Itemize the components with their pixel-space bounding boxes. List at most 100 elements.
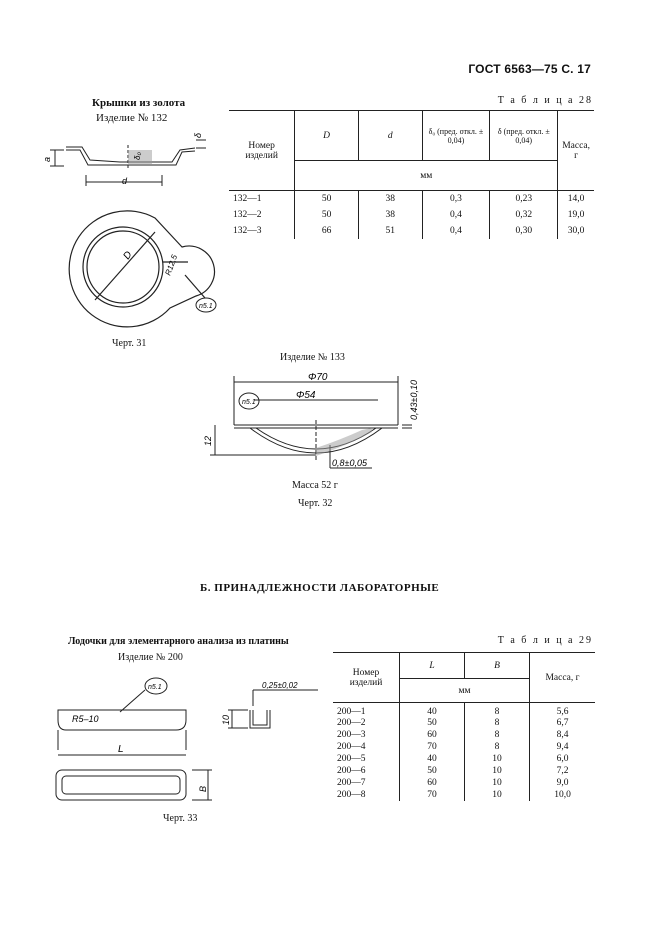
table29-caption: Т а б л и ц а 29 [497, 635, 593, 646]
table-cell: 0,23 [489, 190, 558, 207]
table-cell: 8,4 [529, 729, 595, 741]
th-mass: Масса, г [529, 652, 595, 703]
dim-wall-label: 0,8±0,05 [332, 458, 368, 468]
item-label-133: Изделие № 133 [280, 352, 345, 363]
table-cell: 7,2 [529, 765, 595, 777]
dim-delta0-label: δ₀ [133, 152, 142, 160]
section-heading-boats: Лодочки для элементарного анализа из пла… [68, 636, 289, 647]
mark-label-133: n5.1 [242, 399, 256, 406]
table-cell: 132—1 [233, 193, 262, 204]
dim-B-label: B [198, 786, 208, 792]
dim-thickness-label: 0,43±0,10 [409, 380, 419, 420]
table-cell: 132—2 [233, 209, 262, 220]
table-cell: 8 [464, 741, 530, 753]
table-cell: 8 [464, 702, 530, 717]
table-cell: 70 [399, 789, 465, 801]
dim-L-label: L [118, 744, 124, 755]
mark-label-31: n5.1 [199, 303, 213, 310]
table-28: Номер изделий D d δ₀ (пред. откл. ± 0,04… [229, 110, 594, 239]
table-cell: 8 [464, 729, 530, 741]
table-cell: 0,30 [489, 222, 558, 239]
th-item: Номер изделий [333, 652, 400, 703]
table-cell: 5,6 [529, 702, 595, 717]
section-heading-lids: Крышки из золота [92, 97, 186, 109]
table-cell: 10 [464, 789, 530, 801]
dim-r-label-200: R5–10 [72, 714, 99, 724]
dim-a-label: a [42, 157, 52, 162]
dim-d-label: d [122, 176, 128, 186]
table-cell: 132—3 [233, 225, 262, 236]
table-cell: 9,4 [529, 741, 595, 753]
th-units: мм [399, 678, 530, 703]
table-cell: 50 [399, 717, 465, 729]
table-cell: 200—7 [337, 778, 366, 788]
page-header: ГОСТ 6563—75 С. 17 [468, 62, 591, 76]
table-cell: 9,0 [529, 777, 595, 789]
th-L: L [399, 652, 465, 679]
th-delta: δ (пред. откл. ± 0,04) [489, 110, 558, 161]
table-cell: 200—2 [337, 718, 366, 728]
table-cell: 10,0 [529, 789, 595, 801]
dim-delta-label: δ [193, 132, 203, 138]
caption-33: Черт. 33 [163, 813, 198, 824]
table-cell: 10 [464, 753, 530, 765]
table-cell: 40 [399, 702, 465, 717]
table-cell: 6,0 [529, 753, 595, 765]
table-cell: 51 [357, 222, 422, 239]
table-cell: 66 [294, 222, 359, 239]
table-cell: 50 [399, 765, 465, 777]
table-cell: 10 [464, 777, 530, 789]
caption-31: Черт. 31 [112, 338, 147, 349]
section-b-title: Б. ПРИНАДЛЕЖНОСТИ ЛАБОРАТОРНЫЕ [200, 582, 440, 594]
mass-133: Масса 52 г [292, 480, 338, 491]
table-cell: 200—3 [337, 730, 366, 740]
caption-32: Черт. 32 [298, 498, 333, 509]
table-cell: 50 [294, 190, 359, 207]
dim-height-label: 12 [203, 436, 213, 446]
table-cell: 0,4 [421, 206, 490, 223]
item-label-132: Изделие № 132 [96, 112, 168, 124]
table-cell: 200—8 [337, 790, 366, 800]
table-cell: 200—1 [337, 707, 366, 717]
dim-inner-label: Φ54 [296, 390, 316, 401]
th-D: D [294, 110, 359, 161]
table-cell: 30,0 [557, 222, 594, 239]
dim-wall-label-200: 0,25±0,02 [262, 681, 298, 690]
table-cell: 0,4 [421, 222, 490, 239]
mark-label-200: n5.1 [148, 684, 162, 691]
table-cell: 200—5 [337, 754, 366, 764]
table-cell: 200—4 [337, 742, 366, 752]
table-cell: 50 [294, 206, 359, 223]
th-mass: Масса, г [557, 110, 594, 191]
th-units: мм [294, 160, 558, 191]
table-cell: 0,32 [489, 206, 558, 223]
table-cell: 38 [357, 206, 422, 223]
th-d: d [357, 110, 422, 161]
table-cell: 40 [399, 753, 465, 765]
table-cell: 10 [464, 765, 530, 777]
table-cell: 19,0 [557, 206, 594, 223]
table28-caption: Т а б л и ц а 28 [497, 95, 593, 106]
table-cell: 6,7 [529, 717, 595, 729]
table-cell: 38 [357, 190, 422, 207]
table-cell: 8 [464, 717, 530, 729]
item-label-200: Изделие № 200 [118, 652, 183, 663]
table-cell: 60 [399, 729, 465, 741]
table-cell: 14,0 [557, 190, 594, 207]
table-cell: 0,3 [421, 190, 490, 207]
dim-outer-label: Φ70 [308, 372, 328, 383]
dim-h-label: 10 [221, 715, 231, 725]
th-item: Номер изделий [229, 110, 295, 191]
